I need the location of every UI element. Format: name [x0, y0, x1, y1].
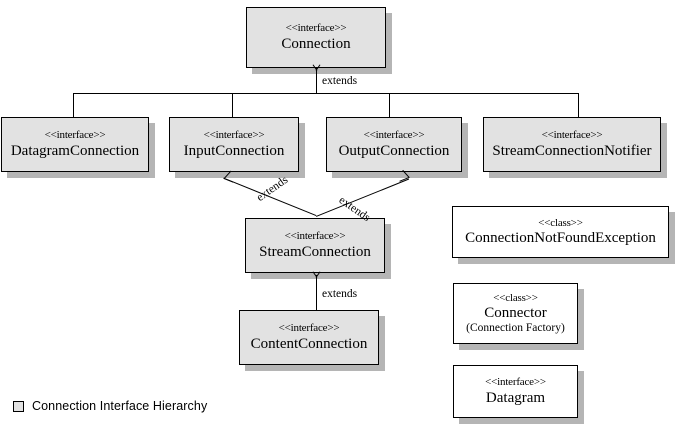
node-datagram-stereotype: <<interface>> — [485, 376, 546, 389]
node-content-connection-name: ContentConnection — [250, 335, 368, 352]
edge-bus-connection — [73, 93, 578, 94]
node-connection-not-found-exception-stereotype: <<class>> — [538, 216, 583, 229]
node-connection[interactable]: <<interface>> Connection — [246, 7, 386, 68]
legend-label: Connection Interface Hierarchy — [32, 399, 208, 413]
node-connection-not-found-exception-name: ConnectionNotFoundException — [465, 230, 656, 247]
node-content-connection[interactable]: <<interface>> ContentConnection — [239, 310, 379, 365]
edge-trunk-connection — [316, 68, 317, 93]
legend: Connection Interface Hierarchy — [13, 399, 207, 413]
node-connection-not-found-exception[interactable]: <<class>> ConnectionNotFoundException — [452, 206, 669, 258]
edge-content-to-stream — [316, 275, 317, 314]
node-output-connection-stereotype: <<interface>> — [363, 129, 425, 142]
node-datagram-connection-name: DatagramConnection — [10, 142, 140, 159]
node-connector-stereotype: <<class>> — [493, 292, 538, 304]
node-stream-connection-name: StreamConnection — [259, 243, 371, 260]
node-datagram-connection[interactable]: <<interface>> DatagramConnection — [1, 117, 149, 172]
node-input-connection-stereotype: <<interface>> — [203, 129, 265, 142]
node-stream-connection-notifier-stereotype: <<interface>> — [541, 129, 603, 142]
legend-swatch-icon — [13, 400, 24, 412]
node-connection-stereotype: <<interface>> — [285, 22, 347, 35]
edge-label-connection-extends: extends — [322, 75, 358, 87]
arrowhead-output-connection — [399, 169, 410, 182]
edge-drop-input-connection — [232, 93, 233, 121]
edge-label-content-extends: extends — [322, 288, 358, 300]
node-content-connection-stereotype: <<interface>> — [278, 322, 340, 335]
node-datagram[interactable]: <<interface>> Datagram — [453, 365, 578, 418]
edge-label-stream-input-extends: extends — [254, 173, 291, 204]
node-connection-name: Connection — [281, 35, 351, 52]
edge-drop-stream-connection-notifier — [578, 93, 579, 121]
node-output-connection[interactable]: <<interface>> OutputConnection — [326, 117, 462, 172]
node-input-connection-name: InputConnection — [183, 142, 285, 159]
arrowhead-connection — [311, 66, 322, 75]
node-stream-connection[interactable]: <<interface>> StreamConnection — [245, 218, 385, 273]
arrowhead-input-connection — [223, 170, 234, 183]
node-stream-connection-notifier[interactable]: <<interface>> StreamConnectionNotifier — [483, 117, 661, 172]
edge-drop-output-connection — [389, 93, 390, 121]
node-datagram-connection-stereotype: <<interface>> — [44, 129, 106, 142]
node-connector[interactable]: <<class>> Connector (Connection Factory) — [453, 283, 578, 344]
node-datagram-name: Datagram — [485, 389, 546, 406]
node-connector-name: Connector — [484, 305, 547, 322]
node-stream-connection-notifier-name: StreamConnectionNotifier — [492, 142, 652, 159]
edge-drop-datagram-connection — [73, 93, 74, 121]
arrowhead-stream-connection — [311, 273, 322, 282]
node-connector-subtitle: (Connection Factory) — [466, 322, 565, 335]
node-stream-connection-stereotype: <<interface>> — [284, 230, 346, 243]
node-input-connection[interactable]: <<interface>> InputConnection — [169, 117, 299, 172]
node-output-connection-name: OutputConnection — [338, 142, 450, 159]
